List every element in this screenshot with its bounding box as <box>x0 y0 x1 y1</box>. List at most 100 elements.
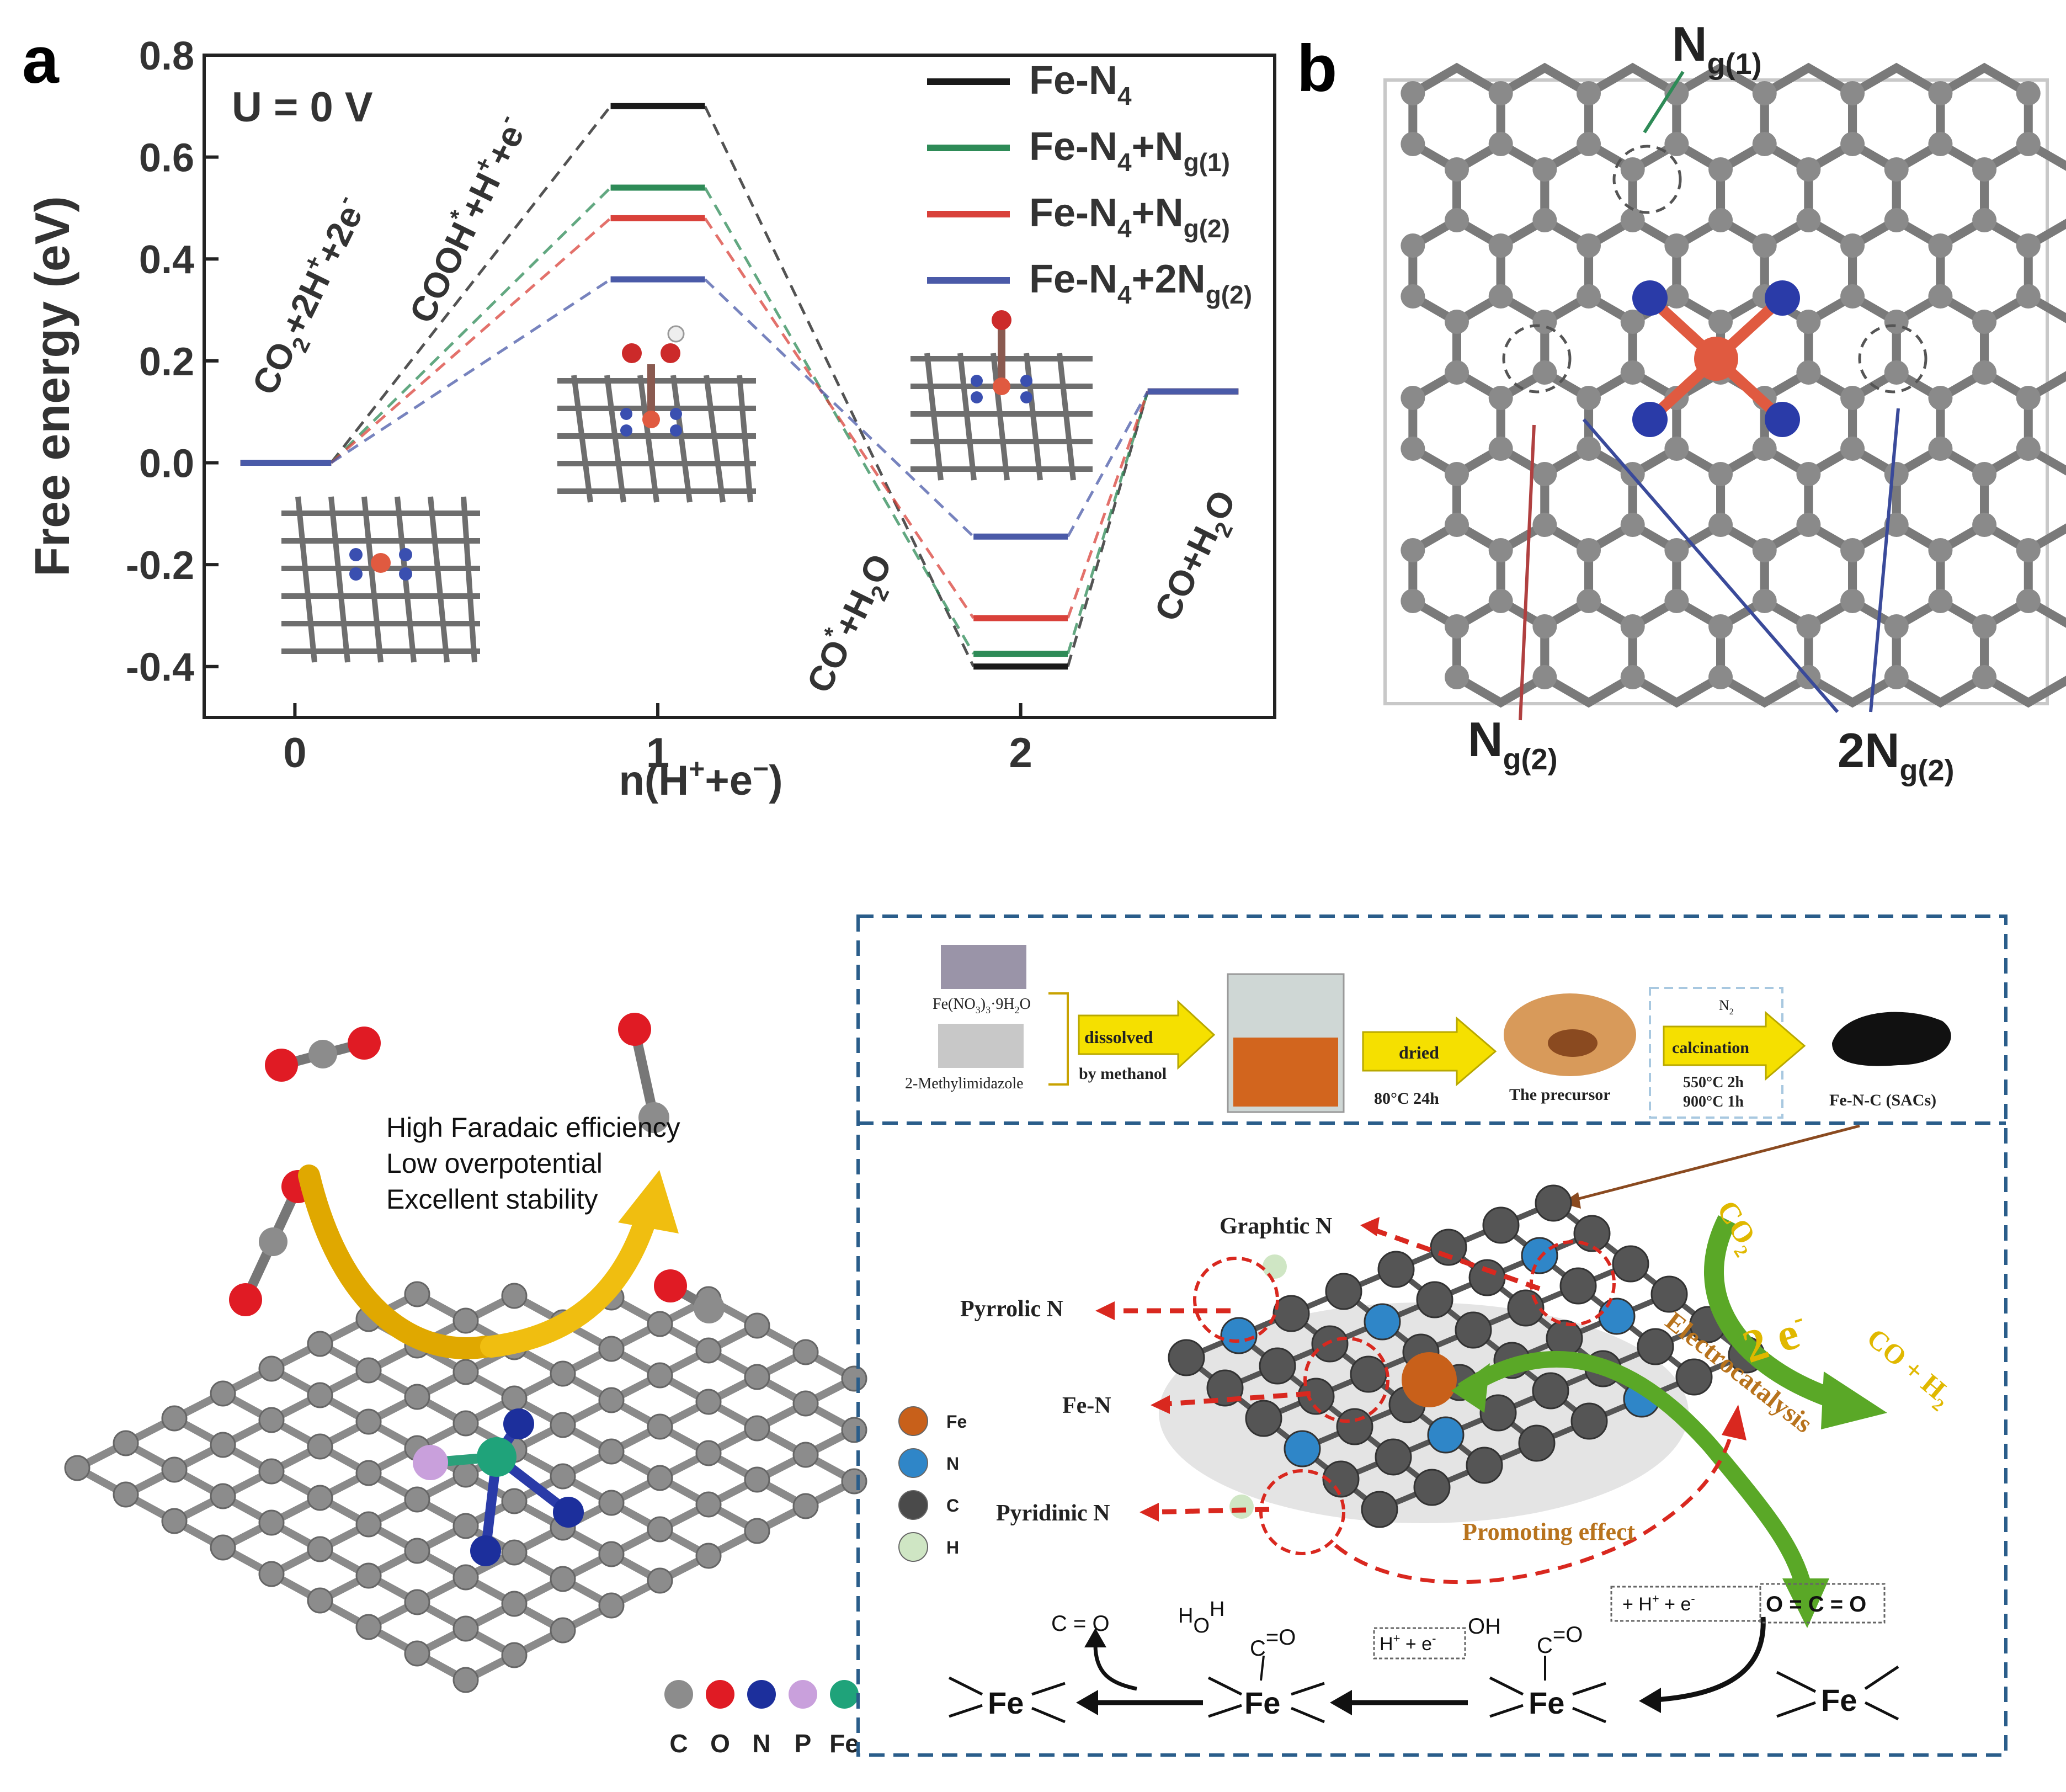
svg-text:Graphtic N: Graphtic N <box>1220 1214 1332 1239</box>
carbon-atom <box>1840 538 1865 562</box>
callout-ng2: Ng(2) <box>1468 712 1558 776</box>
carbon-atom <box>210 1380 236 1407</box>
carbon-atom <box>1401 437 1425 461</box>
carbon-atom <box>1840 589 1865 613</box>
carbon-atom <box>1620 310 1645 334</box>
fe-np-graphene-lattice <box>64 1281 867 1693</box>
carbon-atom <box>1928 81 1953 105</box>
carbon-atom <box>841 1417 867 1443</box>
product-label: Fe-N-C (SACs) <box>1829 1091 1936 1109</box>
co2-out-arrowhead <box>1821 1371 1887 1429</box>
carbon-atom <box>550 1566 576 1592</box>
dried-label: dried <box>1399 1043 1439 1062</box>
product-image <box>1832 1012 1951 1066</box>
hex-ring <box>1804 595 1901 708</box>
carbon-atom <box>1972 208 1997 232</box>
carbon-atom <box>550 1617 576 1644</box>
carbon-atom <box>1577 386 1601 410</box>
product-arrow-head <box>618 1170 679 1233</box>
site-ng1-marker <box>1612 145 1682 214</box>
carbon-atom <box>355 1460 382 1486</box>
reactant-arrow <box>298 1164 497 1359</box>
carbon-atom <box>792 1390 819 1417</box>
carbon-atom <box>1488 132 1513 156</box>
ng2-pointer <box>1519 424 1536 721</box>
carbon-atom <box>1884 665 1909 689</box>
transition-line <box>330 217 612 464</box>
carbon-atom <box>1620 614 1645 639</box>
carbon-atom <box>1532 665 1557 689</box>
carbon-atom <box>1488 81 1513 105</box>
step-label-0: CO2+2H++2e- <box>241 190 380 403</box>
calcination-sub-1: 550°C 2h <box>1683 1074 1744 1091</box>
carbon-atom <box>1637 1328 1674 1365</box>
step-arrow-1 <box>1655 1616 1766 1703</box>
product-gas-label: CO + H2 <box>1858 1322 1959 1415</box>
carbon-atom <box>1708 614 1733 639</box>
carbon-atom <box>1507 1289 1545 1327</box>
carbon-atom <box>1796 462 1821 486</box>
carbon-atom <box>1445 614 1469 639</box>
callout-ng1: Ng(1) <box>1672 17 1762 81</box>
h-atom <box>1229 1495 1254 1519</box>
n-atom <box>1632 402 1668 437</box>
carbon-atom <box>744 1364 770 1390</box>
transition-line <box>704 105 975 667</box>
n-type-arrows <box>1104 1225 1541 1515</box>
carbon-atom <box>1972 462 1997 486</box>
y-tick-label: 0.8 <box>139 34 194 78</box>
carbon-atom <box>1972 360 1997 385</box>
carbon-atom <box>258 1509 285 1536</box>
y-tick-label: 0.2 <box>139 340 194 384</box>
carbon-atom <box>695 1543 722 1569</box>
carbon-atom <box>355 1357 382 1384</box>
proton-electron-2: + H+ + e- <box>1622 1592 1695 1615</box>
transition-line <box>704 187 975 655</box>
carbon-atom <box>1650 1275 1688 1313</box>
reaction-arc-tail <box>1451 1363 1490 1413</box>
fe-center-4: Fe <box>1776 1665 1899 1721</box>
carbon-atom <box>1752 132 1777 156</box>
carbon-atom <box>404 1384 430 1410</box>
carbon-atom <box>744 1415 770 1442</box>
carbon-atom <box>1796 310 1821 334</box>
co2-box <box>1759 1583 1886 1624</box>
carbon-atom <box>161 1405 188 1432</box>
carbon-atom <box>744 1518 770 1544</box>
dissolved-sub: by methanol <box>1079 1065 1167 1083</box>
legend-atom <box>898 1448 928 1478</box>
y-tick-label: 0.6 <box>139 136 194 180</box>
carbon-atom <box>1532 614 1557 639</box>
carbon-atom <box>1577 538 1601 562</box>
carbon-atom <box>452 1461 479 1488</box>
n-atom <box>470 1535 501 1566</box>
carbon-atom <box>1884 310 1909 334</box>
carbon-atom <box>355 1562 382 1589</box>
mechanism-row: Fe C = O Fe HOH C=O H+ + e- <box>948 1583 1899 1724</box>
carboxyl-label: C=O <box>1537 1623 1583 1658</box>
co2-molecule-top <box>265 1027 381 1082</box>
carbon-atom <box>1928 538 1953 562</box>
site-ng2-marker <box>1502 324 1572 394</box>
carbon-atom <box>1445 310 1469 334</box>
n-atom <box>553 1497 584 1528</box>
carbon-atom <box>1488 386 1513 410</box>
carbon-atom <box>1413 1469 1451 1506</box>
ng1-pointer <box>1643 71 1685 134</box>
carbon-atom <box>1322 1460 1360 1498</box>
precursor-detail <box>1548 1029 1598 1057</box>
carbon-atom <box>1455 1311 1492 1349</box>
co-release-arrow <box>1093 1644 1137 1691</box>
co2-molecule-left <box>229 1170 315 1316</box>
carbon-atom <box>695 1389 722 1415</box>
n-atom <box>1632 280 1668 316</box>
y-tick-label: 0.0 <box>139 442 194 486</box>
co-molecule-right <box>654 1269 725 1323</box>
carbon-atom <box>744 1466 770 1493</box>
carbon-atom <box>647 1362 673 1389</box>
reaction-arc <box>1457 1350 1813 1592</box>
carbon-atom <box>307 1485 333 1511</box>
dissolved-label: dissolved <box>1084 1027 1153 1047</box>
